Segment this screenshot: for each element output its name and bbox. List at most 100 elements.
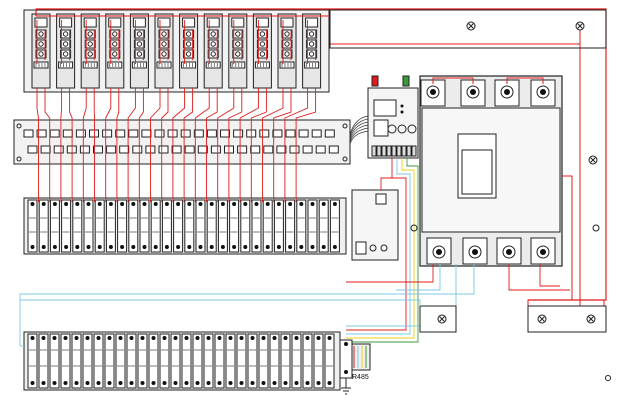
terminal-block	[215, 334, 224, 388]
terminal-block	[292, 334, 301, 388]
terminal-screw	[262, 381, 266, 385]
terminal-block	[330, 200, 339, 252]
terminal-block	[39, 200, 48, 252]
terminal-block	[204, 334, 213, 388]
patch-port	[211, 146, 220, 153]
meter-port	[134, 50, 144, 58]
terminal-block	[286, 200, 295, 252]
terminal-screw	[42, 245, 46, 249]
terminal-bolt	[504, 89, 510, 95]
terminal-screw	[143, 245, 147, 249]
terminal-screw	[322, 245, 326, 249]
terminal-screw	[86, 381, 90, 385]
terminal-screw	[221, 245, 225, 249]
terminal-screw	[119, 336, 123, 340]
terminal-screw	[64, 245, 68, 249]
terminal-screw	[75, 381, 79, 385]
terminal-block	[281, 334, 290, 388]
patch-port	[286, 130, 295, 137]
terminal-block	[151, 200, 160, 252]
controller-module	[368, 76, 418, 158]
patch-port	[273, 130, 282, 137]
terminal-block	[61, 334, 70, 388]
meter-port	[36, 40, 46, 48]
terminal-block	[325, 334, 334, 388]
controller-terminal	[382, 146, 386, 156]
neutral-line	[20, 300, 420, 306]
controller-terminal	[377, 146, 381, 156]
energy-meter	[229, 14, 247, 88]
controller-terminal	[412, 146, 416, 156]
terminal-block	[160, 334, 169, 388]
terminal-screw	[119, 381, 123, 385]
terminal-screw	[199, 202, 203, 206]
terminal-block	[84, 200, 93, 252]
meter-port	[61, 40, 71, 48]
terminal-screw	[229, 336, 233, 340]
terminal-screw	[218, 381, 222, 385]
terminal-screw	[232, 202, 236, 206]
terminal-block	[263, 200, 272, 252]
terminal-screw	[165, 245, 169, 249]
terminal-screw	[42, 336, 46, 340]
energy-meter	[253, 14, 271, 88]
terminal-screw	[333, 202, 337, 206]
terminal-block	[83, 334, 92, 388]
ground-icon	[341, 378, 351, 394]
patch-port	[133, 146, 142, 153]
terminal-screw	[288, 245, 292, 249]
terminal-screw	[152, 381, 156, 385]
terminal-screw	[53, 202, 57, 206]
terminal-screw	[165, 202, 169, 206]
patch-port	[260, 130, 269, 137]
patch-port	[312, 130, 321, 137]
terminal-screw	[333, 245, 337, 249]
terminal-block	[207, 200, 216, 252]
terminal-screw	[243, 202, 247, 206]
terminal-screw	[277, 245, 281, 249]
mount-hole-icon	[576, 22, 584, 30]
terminal-screw	[152, 336, 156, 340]
terminal-screw	[143, 202, 147, 206]
terminal-screw	[64, 381, 68, 385]
terminal-screw	[53, 245, 57, 249]
terminal-block	[28, 200, 37, 252]
mount-hole	[593, 225, 599, 231]
meter-port	[134, 40, 144, 48]
controller-input-green	[403, 76, 409, 86]
terminal-screw	[229, 381, 233, 385]
terminal-block	[196, 200, 205, 252]
terminal-screw	[108, 381, 112, 385]
patch-port	[238, 146, 247, 153]
terminal-screw	[243, 245, 247, 249]
terminal-screw	[240, 336, 244, 340]
terminal-block	[270, 334, 279, 388]
terminal-screw	[262, 336, 266, 340]
meter-port	[208, 50, 218, 58]
mount-hole-icon	[438, 315, 446, 323]
terminal-block	[193, 334, 202, 388]
meter-port	[257, 30, 267, 38]
terminal-screw	[328, 381, 332, 385]
meter-port	[159, 40, 169, 48]
fuse-window	[376, 194, 386, 204]
meter-port	[257, 50, 267, 58]
terminal-screw	[273, 336, 277, 340]
terminal-screw	[344, 342, 348, 346]
controller-display	[374, 100, 396, 116]
meter-port	[208, 40, 218, 48]
meter-port	[159, 30, 169, 38]
energy-meter	[57, 14, 75, 88]
terminal-screw	[75, 202, 79, 206]
terminal-screw	[97, 336, 101, 340]
meter-port	[184, 30, 194, 38]
terminal-bolt	[506, 249, 512, 255]
controller-terminal	[392, 146, 396, 156]
terminal-screw	[288, 202, 292, 206]
terminal-block	[118, 200, 127, 252]
terminal-screw	[207, 336, 211, 340]
rs485-label: R485	[352, 374, 369, 381]
terminal-screw	[311, 202, 315, 206]
patch-port	[185, 146, 194, 153]
